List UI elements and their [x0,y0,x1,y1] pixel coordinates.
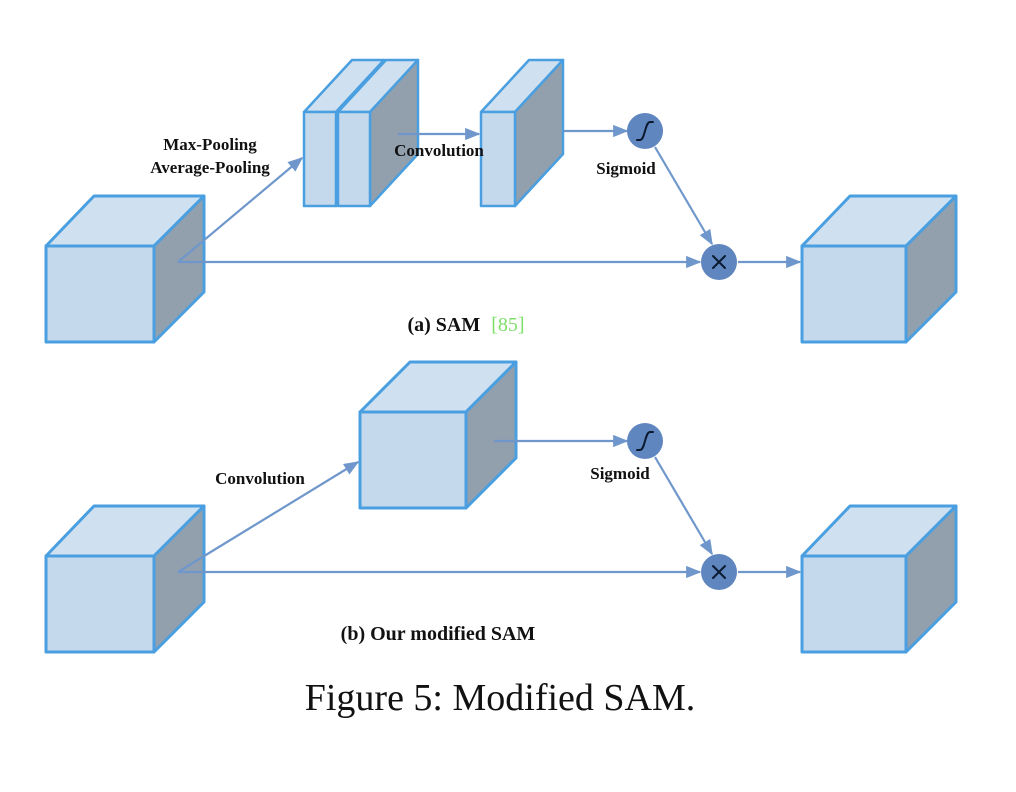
multiply-icon [701,554,737,590]
arrow-pooling [177,157,304,263]
conv-output-slab [479,58,565,208]
caption-a-ref[interactable]: [85] [491,314,524,336]
arrow-sigmoid-to-multiply-b [654,456,713,556]
panel-a: Max-Pooling Average-Pooling Convolution … [44,58,958,344]
arrow-convolution-b [177,461,360,573]
caption-a-text: (a) SAM [407,314,480,336]
max-pooling-label: Max-Pooling [163,135,257,154]
arrow-sigmoid-to-multiply [654,146,713,246]
input-cube-b [44,504,206,654]
sigmoid-label-b: Sigmoid [590,464,650,483]
conv-output-cube [358,360,518,510]
sigmoid-icon [627,113,663,149]
multiply-icon [701,244,737,280]
caption-a: (a) SAM [85] [407,314,524,336]
caption-b: (b) Our modified SAM [341,623,536,645]
output-cube-a [800,194,958,344]
sigmoid-icon [627,423,663,459]
figure-caption: Figure 5: Modified SAM. [305,677,696,719]
average-pooling-label: Average-Pooling [150,158,270,177]
convolution-label-b: Convolution [215,469,305,488]
convolution-label-a: Convolution [394,141,484,160]
panel-b: Convolution Sigmoid (b) Our modified SAM [44,360,958,654]
output-cube-b [800,504,958,654]
pooled-maps [302,58,420,208]
input-cube-a [44,194,206,344]
sigmoid-label-a: Sigmoid [596,159,656,178]
